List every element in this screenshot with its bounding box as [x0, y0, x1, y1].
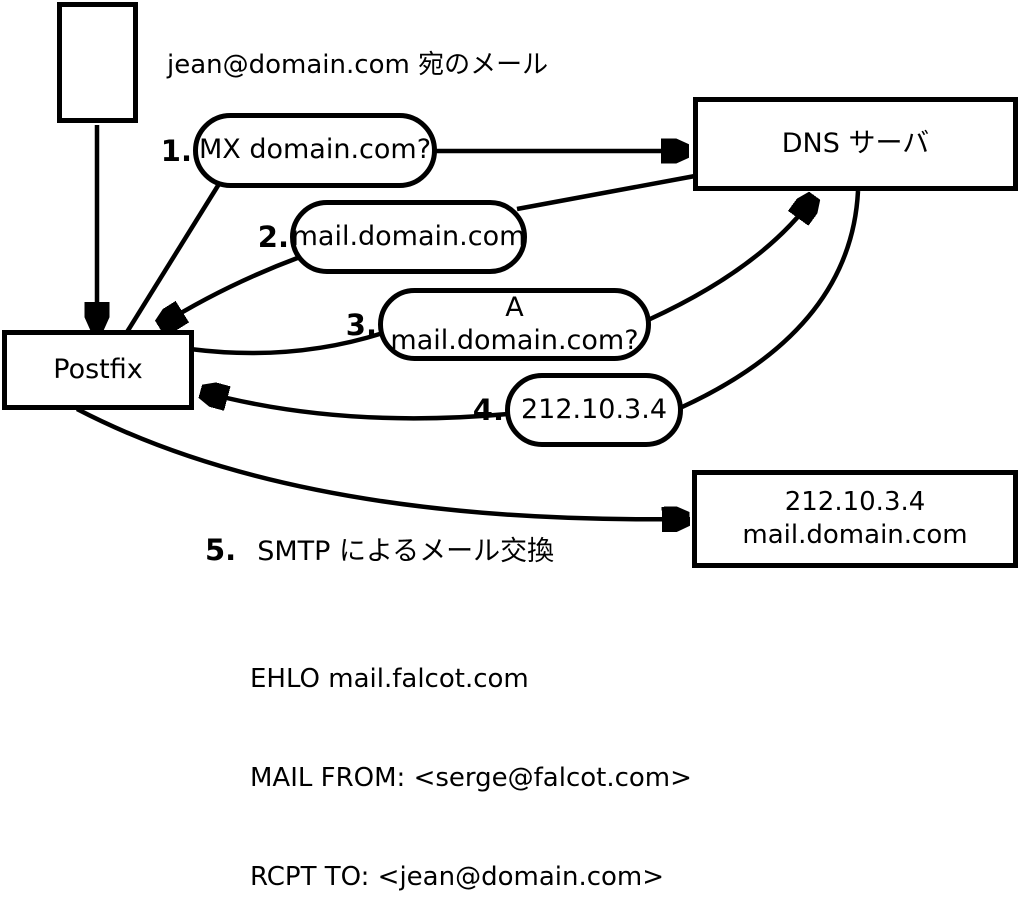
step4-bubble-a-answer: 212.10.3.4 [505, 373, 683, 447]
line-postfix-to-query3 [189, 330, 384, 356]
smtp-session-transcript: EHLO mail.falcot.com MAIL FROM: <serge@f… [250, 597, 692, 919]
step3-bubble-a-query: A mail.domain.com? [378, 288, 651, 361]
step2-bubble-mx-answer: mail.domain.com [290, 200, 527, 274]
arrow-query3-to-dns [647, 198, 813, 323]
step1-text: MX domain.com? [198, 134, 432, 166]
step4-text: 212.10.3.4 [521, 393, 667, 425]
mail-envelope-box [57, 2, 138, 123]
step3-number: 3. [345, 307, 377, 342]
postfix-label: Postfix [53, 353, 143, 385]
step5-caption: 5. SMTP によるメール交換 [205, 529, 554, 568]
step4-number: 4. [472, 393, 504, 427]
mail-server-box: 212.10.3.4 mail.domain.com [692, 470, 1018, 568]
arrow-reply2-to-postfix [161, 254, 301, 325]
line-postfix-to-query1 [125, 182, 221, 334]
step3-text: A mail.domain.com? [390, 292, 639, 356]
step5-number: 5. [205, 533, 237, 567]
arrow-reply4-to-postfix [203, 392, 509, 421]
arrow-postfix-to-mailserver [75, 407, 687, 519]
smtp-line: RCPT TO: <jean@domain.com> [250, 862, 665, 892]
mail-server-hostname: mail.domain.com [742, 520, 968, 550]
step5-text: SMTP によるメール交換 [257, 536, 555, 567]
dns-server-label: DNS サーバ [781, 127, 930, 159]
step2-text: mail.domain.com [291, 220, 526, 252]
mail-server-ip: 212.10.3.4 [784, 487, 926, 517]
dns-server-box: DNS サーバ [693, 97, 1018, 191]
smtp-line: MAIL FROM: <serge@falcot.com> [250, 763, 692, 793]
step1-bubble-mx-query: MX domain.com? [193, 113, 437, 188]
line-dns-to-reply4 [679, 190, 861, 411]
mail-note-label: jean@domain.com 宛のメール [167, 50, 549, 80]
line-dns-to-reply2 [516, 173, 696, 212]
step1-number: 1. [160, 133, 192, 168]
smtp-line: EHLO mail.falcot.com [250, 664, 529, 694]
postfix-box: Postfix [2, 330, 194, 410]
step2-number: 2. [257, 220, 289, 254]
